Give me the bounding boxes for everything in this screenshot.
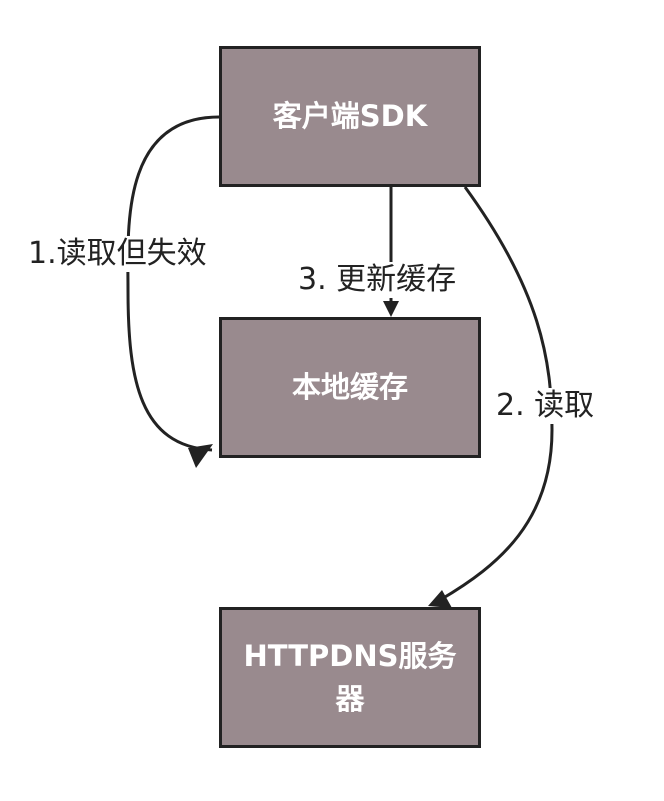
arrow-read-expired: [126, 115, 220, 452]
arrowhead-update-cache: [383, 301, 399, 317]
node-client-sdk: 客户端SDK: [219, 46, 481, 187]
edge-label-read-expired: 1.读取但失效: [28, 236, 207, 272]
edge-label-read: 2. 读取: [496, 388, 595, 424]
node-local-cache-label: 本地缓存: [291, 370, 408, 405]
node-local-cache: 本地缓存: [219, 317, 481, 458]
arrow-read: [439, 186, 554, 602]
node-httpdns-server-label: HTTPDNS服务器: [243, 639, 457, 716]
node-httpdns-server: HTTPDNS服务器: [219, 607, 481, 748]
arrowhead-read: [428, 590, 452, 608]
edge-label-update-cache: 3. 更新缓存: [298, 262, 457, 298]
arrowhead-read-expired: [188, 444, 213, 468]
node-client-sdk-label: 客户端SDK: [272, 99, 428, 134]
